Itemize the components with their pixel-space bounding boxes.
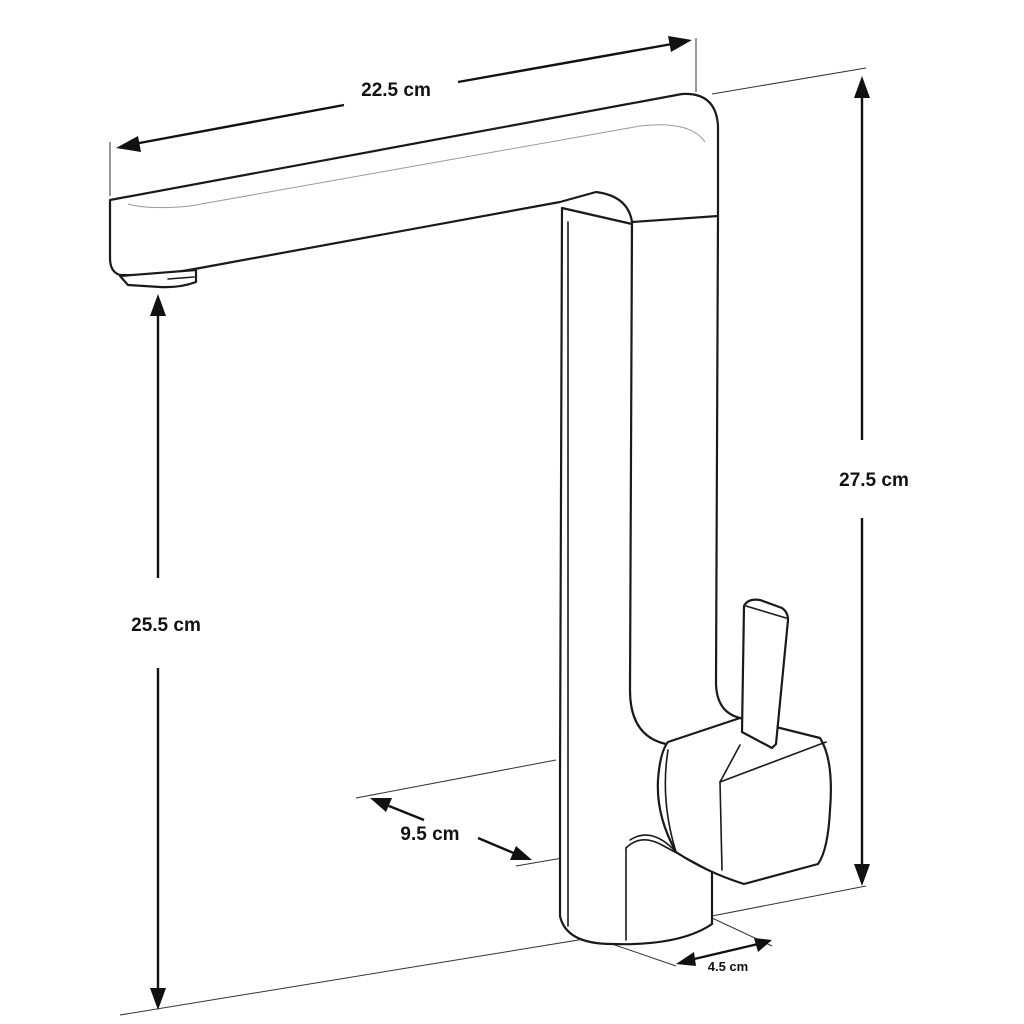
dimension-base-diameter: 4.5 cm xyxy=(676,938,772,974)
dimension-total-height: 27.5 cm xyxy=(839,76,909,886)
label-base-diameter: 4.5 cm xyxy=(708,959,748,974)
cartridge-housing xyxy=(656,716,832,886)
label-spout-height: 25.5 cm xyxy=(131,615,201,636)
lever-handle[interactable] xyxy=(740,598,790,750)
dimension-reach: 9.5 cm xyxy=(370,798,532,860)
faucet xyxy=(108,92,832,946)
label-spout-length: 22.5 cm xyxy=(361,80,431,101)
dimension-spout-length: 22.5 cm xyxy=(116,36,692,152)
spout-riser xyxy=(628,214,742,747)
aerator xyxy=(118,268,198,289)
spout-highlight xyxy=(127,124,706,209)
dimension-spout-height: 25.5 cm xyxy=(131,294,201,1010)
label-total-height: 27.5 cm xyxy=(839,470,909,491)
label-reach: 9.5 cm xyxy=(400,824,459,845)
